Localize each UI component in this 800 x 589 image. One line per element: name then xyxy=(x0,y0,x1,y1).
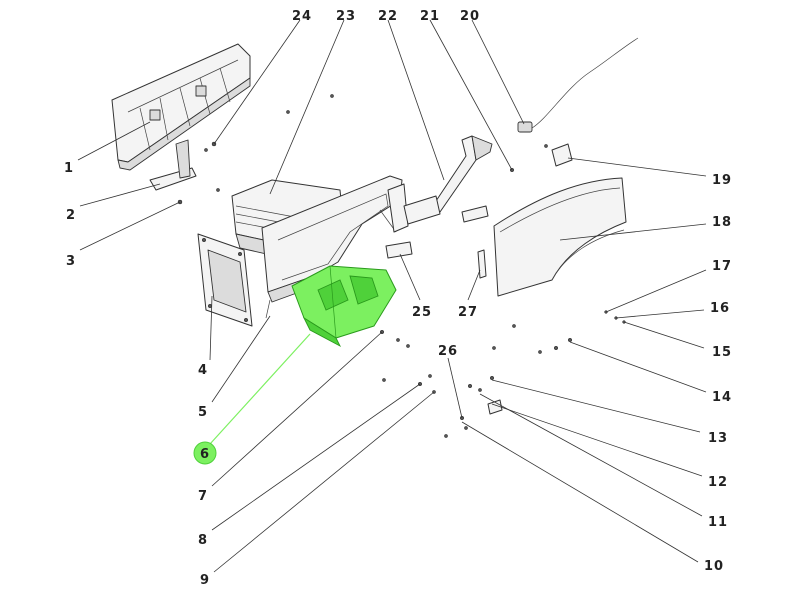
callout-1: 1 xyxy=(64,161,74,176)
callout-16: 16 xyxy=(710,301,730,316)
callout-21: 21 xyxy=(420,9,440,24)
part-2-mount-bracket xyxy=(149,139,197,191)
callout-24: 24 xyxy=(292,9,312,24)
callout-10: 10 xyxy=(704,559,724,574)
fasteners-lower xyxy=(379,310,626,438)
callout-11: 11 xyxy=(708,515,728,530)
part-21-support-arm xyxy=(403,135,515,225)
callout-6: 6 xyxy=(200,447,210,462)
callout-27: 27 xyxy=(458,305,478,320)
part-25-small-bracket xyxy=(385,205,489,259)
part-19-clip xyxy=(544,143,573,167)
part-20-cable-sensor xyxy=(517,37,639,133)
callout-12: 12 xyxy=(708,475,728,490)
callout-26: 26 xyxy=(438,344,458,359)
callout-9: 9 xyxy=(200,573,210,588)
callout-25: 25 xyxy=(412,305,432,320)
callout-labels: 1 2 3 4 5 6 7 8 9 10 11 12 13 14 15 16 1… xyxy=(64,9,732,588)
callout-15: 15 xyxy=(712,345,732,360)
callout-20: 20 xyxy=(460,9,480,24)
part-1-bracket-panel xyxy=(111,43,251,171)
callout-14: 14 xyxy=(712,390,732,405)
callout-3: 3 xyxy=(66,254,76,269)
callout-7: 7 xyxy=(198,489,208,504)
part-18-fender-panel xyxy=(493,177,627,297)
part-6-tray-highlighted[interactable] xyxy=(291,265,397,348)
leader-lines xyxy=(77,19,707,573)
part-27-pin xyxy=(477,249,487,279)
callout-8: 8 xyxy=(198,533,208,548)
callout-2: 2 xyxy=(66,208,76,223)
callout-18: 18 xyxy=(712,215,732,230)
callout-5: 5 xyxy=(198,405,208,420)
callout-6-highlighted[interactable]: 6 xyxy=(193,441,217,465)
callout-13: 13 xyxy=(708,431,728,446)
callout-4: 4 xyxy=(198,363,208,378)
callout-23: 23 xyxy=(336,9,356,24)
callout-19: 19 xyxy=(712,173,732,188)
callout-22: 22 xyxy=(378,9,398,24)
callout-17: 17 xyxy=(712,259,732,274)
part-22-main-frame xyxy=(261,175,409,319)
